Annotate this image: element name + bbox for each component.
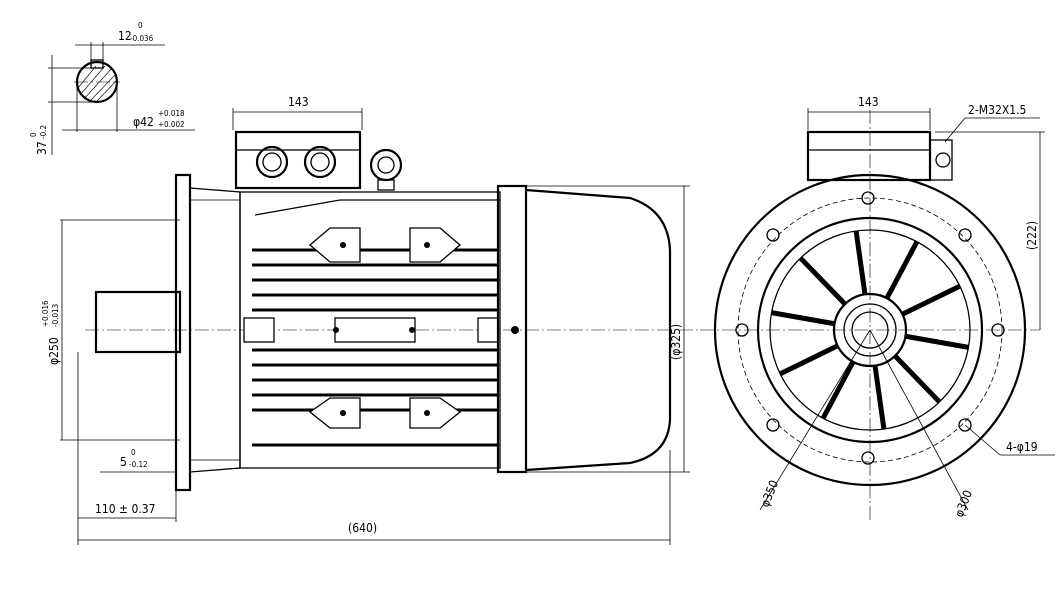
keyway-depth-label: 37 xyxy=(35,141,49,155)
fan-spoke xyxy=(798,256,847,306)
end-terminal-box xyxy=(806,130,953,182)
flange-diameter-label: φ350 xyxy=(758,478,781,509)
flange-outline xyxy=(713,173,1027,487)
spigot-tol-upper: +0.016 xyxy=(41,300,50,327)
shaft-section-detail: 12 0 -0.036 φ42 +0.018 +0.002 37 0 -0.2 xyxy=(29,21,195,155)
spigot-tol-lower: -0.013 xyxy=(51,304,60,327)
mounting-holes-label: 4-φ19 xyxy=(1006,440,1038,454)
fan-spoke xyxy=(853,230,868,295)
mounting-holes xyxy=(735,191,1005,465)
keyway-width-tol-upper: 0 xyxy=(138,21,143,30)
shaft-tol-upper: +0.018 xyxy=(158,109,185,118)
fan-spoke xyxy=(893,354,942,404)
cooling-fins xyxy=(252,248,498,447)
box-height-label: (222) xyxy=(1025,221,1039,250)
flange-thickness-label: 5 xyxy=(120,455,127,469)
shaft xyxy=(94,290,182,354)
keyway-width-tol-lower: -0.036 xyxy=(130,34,154,43)
fan-spoke xyxy=(905,333,969,350)
flange-thickness-tol-lower: -0.12 xyxy=(129,460,148,469)
flange-thickness-tol-upper: 0 xyxy=(131,448,136,457)
pcd-label: φ300 xyxy=(952,488,975,519)
terminal-box xyxy=(234,130,362,190)
overall-length-label: (640) xyxy=(348,521,377,535)
end-view: 143 2-M32X1.5 (222) 4-φ19 φ350 φ300 xyxy=(700,95,1055,520)
fan-spoke xyxy=(771,310,835,327)
end-terminal-box-width-label: 143 xyxy=(858,95,879,109)
fan-spoke xyxy=(901,283,961,317)
side-view: 143 φ250 +0.016 -0.013 5 0 -0.12 110 ± 0… xyxy=(41,95,700,545)
flange xyxy=(174,173,192,492)
fan-spokes xyxy=(771,230,969,430)
keyway-depth-tol-lower: -0.2 xyxy=(39,125,48,139)
fan-cover xyxy=(525,188,672,472)
end-shield xyxy=(496,184,528,474)
fan-spoke xyxy=(820,360,856,420)
shaft-diameter-label: φ42 xyxy=(133,115,154,129)
motor-frame xyxy=(239,191,501,469)
keyway-width-label: 12 xyxy=(118,29,132,43)
shaft-tol-lower: +0.002 xyxy=(158,120,185,129)
eye-bolt xyxy=(369,148,403,191)
keyway-depth-tol-upper: 0 xyxy=(29,132,38,137)
overall-height-label: (φ325) xyxy=(669,324,683,360)
fan-spoke xyxy=(884,240,920,300)
shaft-length-label: 110 ± 0.37 xyxy=(95,502,156,516)
fan-spoke xyxy=(779,343,839,377)
terminal-box-width-label: 143 xyxy=(288,95,309,109)
spigot-diameter-label: φ250 xyxy=(47,337,61,365)
fan-spoke xyxy=(872,365,887,430)
cable-gland-label: 2-M32X1.5 xyxy=(968,103,1026,117)
